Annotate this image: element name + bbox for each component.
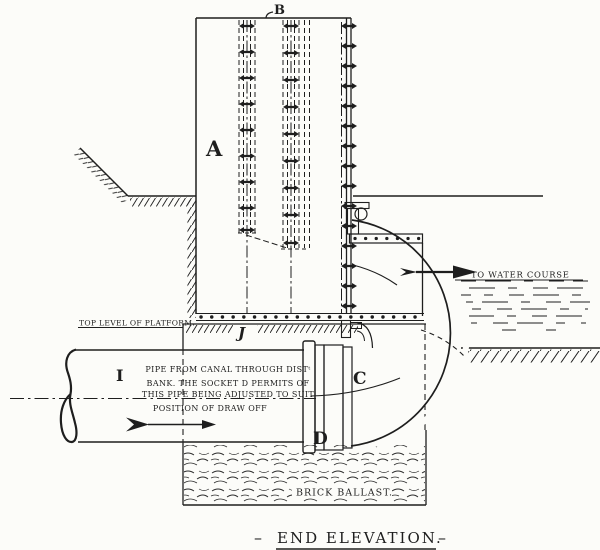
- rivet-tick-marks: [238, 22, 358, 310]
- pipe-note: PIPE FROM CANAL THROUGH DISTᵗ BANK. THE …: [142, 365, 315, 413]
- note-line-2: BANK. THE SOCKET D PERMITS OF: [147, 379, 310, 388]
- watercourse-area: [353, 195, 600, 363]
- watercourse-annotation: TO WATER COURSE: [471, 270, 570, 280]
- valve-tower: [186, 17, 424, 333]
- label-b: B: [274, 3, 285, 18]
- water-surface-hatching: [461, 280, 591, 331]
- left-embankment: [73, 147, 196, 318]
- note-line-4: POSITION OF DRAW OFF: [153, 404, 267, 413]
- label-j: J: [235, 324, 246, 342]
- bend-pipe: [310, 219, 470, 450]
- text-layer: A B C D I J TOP LEVEL OF PLATFORM. TO WA…: [79, 3, 570, 550]
- label-b-leader-line: [265, 11, 274, 19]
- label-c: C: [353, 369, 367, 389]
- valve-fitting: [344, 201, 424, 244]
- note-line-3: THIS PIPE BEING ADJUSTED TO SUIT: [142, 390, 315, 399]
- socket-assembly: [302, 340, 353, 454]
- drawing-title: END ELEVATION.: [277, 529, 443, 547]
- platform-level-annotation: TOP LEVEL OF PLATFORM.: [79, 319, 195, 328]
- title-group: – END ELEVATION. –: [254, 528, 446, 550]
- label-i: I: [116, 366, 123, 385]
- title-dash-left: –: [254, 528, 262, 547]
- foundation-block: [182, 323, 427, 506]
- inlet-pipe: [10, 348, 316, 444]
- flow-arrow-feather-icon: [126, 417, 149, 432]
- brick-ballast-text: BRICK BALLAST.: [296, 488, 393, 499]
- bend-outer-curve: [350, 219, 452, 447]
- arrowhead-icon: [453, 265, 477, 279]
- watercourse-flow-arrow: [400, 265, 583, 281]
- label-a: A: [205, 136, 223, 161]
- pipe-broken-end-loop: [59, 348, 78, 444]
- arrow-feather-icon: [400, 268, 417, 276]
- standpipe-tubes: [238, 18, 358, 313]
- valve-handwheel-icon: [354, 207, 368, 221]
- brick-ballast-label: BRICK BALLAST.: [292, 484, 393, 499]
- note-line-1: PIPE FROM CANAL THROUGH DISTᵗ: [145, 365, 310, 374]
- title-dash-right: –: [438, 528, 446, 547]
- label-d: D: [313, 429, 328, 449]
- flow-arrowhead-icon: [202, 420, 216, 429]
